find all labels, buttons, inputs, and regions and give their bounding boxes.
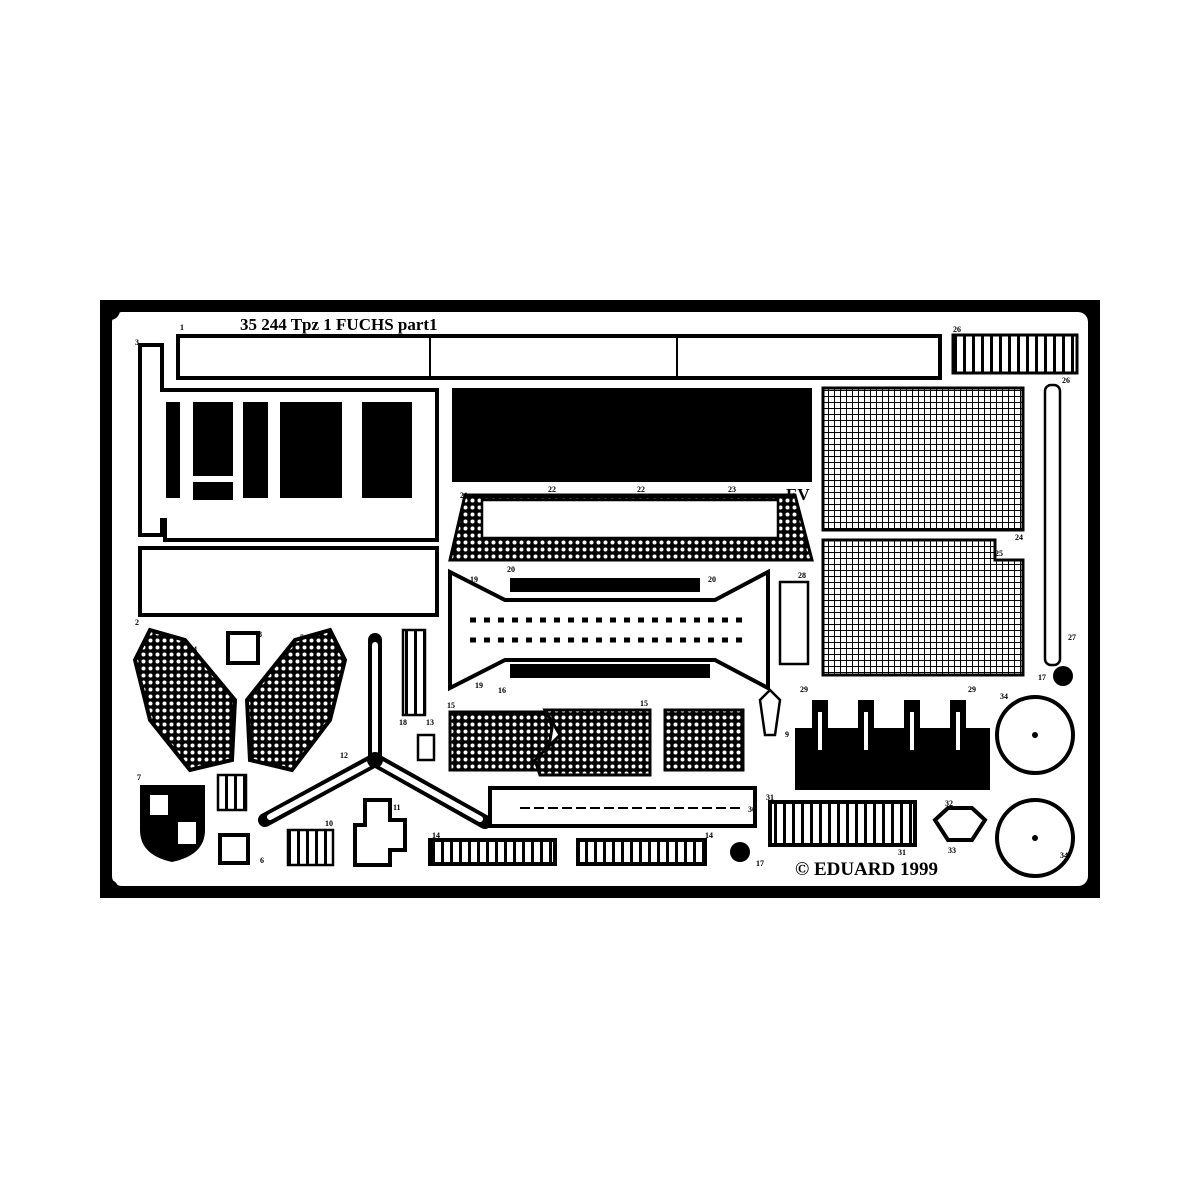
part-number-label: 29 bbox=[968, 685, 976, 694]
part-number-label: 2 bbox=[135, 618, 139, 627]
part-number-label: 32 bbox=[945, 799, 953, 808]
part-number-label: 14 bbox=[705, 831, 713, 840]
part-19-bowtie bbox=[448, 568, 770, 692]
part-24-small bbox=[216, 773, 248, 812]
part-number-label: 9 bbox=[785, 730, 789, 739]
part-number-label: 17 bbox=[1038, 673, 1046, 682]
part-29-fingers bbox=[795, 700, 990, 790]
part-5-hex-panel bbox=[244, 627, 348, 773]
part-9 bbox=[758, 688, 782, 737]
part-number-label: 24 bbox=[1015, 533, 1023, 542]
part-number-label: 28 bbox=[798, 571, 806, 580]
part-number-label: 20 bbox=[507, 565, 515, 574]
part-22-trapezoid bbox=[448, 493, 814, 562]
part-number-label: 34 bbox=[1060, 851, 1068, 860]
part-number-label: 3 bbox=[135, 338, 139, 347]
part-17-disc-b bbox=[730, 842, 750, 862]
part-18 bbox=[401, 628, 427, 717]
part-4-hex-panel bbox=[132, 627, 238, 773]
part-3-plate bbox=[138, 546, 439, 617]
part-number-label: 22 bbox=[637, 485, 645, 494]
part-1-strip bbox=[176, 334, 942, 380]
part-32-clip bbox=[932, 806, 988, 842]
part-10 bbox=[286, 828, 335, 867]
part-number-label: 6 bbox=[260, 856, 264, 865]
part-17-disc bbox=[1053, 666, 1073, 686]
part-27-strip bbox=[1043, 383, 1062, 667]
part-number-label: 4 bbox=[193, 645, 197, 654]
part-31-grille bbox=[768, 800, 917, 847]
part-number-label: 29 bbox=[800, 685, 808, 694]
part-26-grille bbox=[951, 333, 1079, 375]
part-number-label: 16 bbox=[498, 686, 506, 695]
part-2-panel bbox=[138, 343, 439, 542]
fret-title: 35 244 Tpz 1 FUCHS part1 bbox=[240, 315, 438, 334]
part-number-label: 23 bbox=[728, 485, 736, 494]
part-28 bbox=[778, 580, 810, 666]
part-34-discs bbox=[995, 695, 1075, 878]
part-number-label: 15 bbox=[447, 701, 455, 710]
part-number-label: 13 bbox=[426, 718, 434, 727]
part-number-label: 19 bbox=[475, 681, 483, 690]
part-number-label: 30 bbox=[748, 805, 756, 814]
part-14-bar-b bbox=[576, 838, 707, 866]
part-number-label: 14 bbox=[432, 831, 440, 840]
part-number-label: 27 bbox=[1068, 633, 1076, 642]
part-number-label: 34 bbox=[1000, 692, 1008, 701]
part-number-label: 26 bbox=[953, 325, 961, 334]
part-number-label: 10 bbox=[325, 819, 333, 828]
part-14-bar bbox=[428, 838, 557, 866]
part-number-label: 19 bbox=[470, 575, 478, 584]
part-number-label: 15 bbox=[640, 699, 648, 708]
part-7-shield bbox=[140, 785, 205, 862]
part-15-panel-b bbox=[533, 708, 652, 777]
part-number-label: 31 bbox=[766, 793, 774, 802]
part-8 bbox=[226, 631, 260, 665]
part-number-label: 20 bbox=[708, 575, 716, 584]
part-number-label: 26 bbox=[1062, 376, 1070, 385]
part-number-label: 8 bbox=[258, 630, 262, 639]
part-number-label: 25 bbox=[995, 549, 1003, 558]
part-number-label: 12 bbox=[340, 751, 348, 760]
part-24-mesh bbox=[821, 386, 1025, 532]
copyright-text: © EDUARD 1999 bbox=[795, 859, 938, 880]
part-number-label: 17 bbox=[756, 859, 764, 868]
part-number-label: 33 bbox=[948, 846, 956, 855]
part-number-label: 1 bbox=[180, 323, 184, 332]
part-11 bbox=[353, 798, 407, 867]
part-number-label: 5 bbox=[300, 633, 304, 642]
part-25-mesh bbox=[821, 538, 1025, 677]
part-number-label: 7 bbox=[137, 773, 141, 782]
part-number-label: 31 bbox=[898, 848, 906, 857]
part-13 bbox=[416, 733, 436, 762]
part-16-strip bbox=[488, 786, 757, 828]
part-number-label: 21 bbox=[460, 491, 468, 500]
part-number-label: 11 bbox=[393, 803, 401, 812]
part-number-label: 18 bbox=[399, 718, 407, 727]
part-panel-c bbox=[663, 708, 745, 772]
part-number-label: 22 bbox=[548, 485, 556, 494]
part-6 bbox=[218, 833, 250, 865]
part-black-plate bbox=[452, 388, 812, 482]
